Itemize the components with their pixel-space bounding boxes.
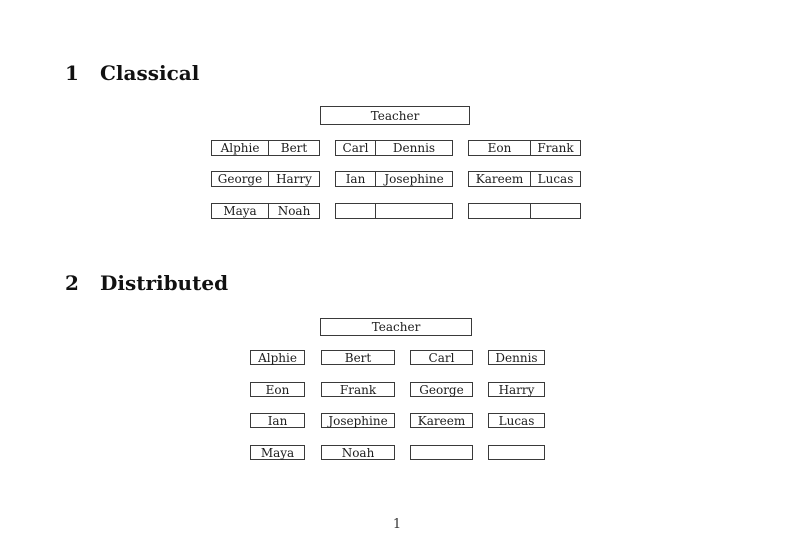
seat-name: Ian	[336, 172, 376, 186]
distributed-seat-r2c2: Frank	[321, 382, 395, 397]
seat-name: Kareem	[469, 172, 531, 186]
classical-desk-r2c1: George Harry	[211, 171, 320, 187]
section-1-title: Classical	[100, 61, 200, 85]
seat-name: Dennis	[392, 141, 436, 155]
seat-name: Carl	[336, 141, 376, 155]
classical-desk-r2c2: Ian Josephine	[335, 171, 453, 187]
distributed-seat-r3c4: Lucas	[488, 413, 545, 428]
distributed-seat-r4c1: Maya	[250, 445, 305, 460]
distributed-seat-r2c1: Eon	[250, 382, 305, 397]
seat-empty	[336, 204, 376, 218]
distributed-seat-r4c2: Noah	[321, 445, 395, 460]
distributed-seat-r3c2: Josephine	[321, 413, 395, 428]
section-2-title: Distributed	[100, 271, 229, 295]
classical-desk-r2c3: Kareem Lucas	[468, 171, 581, 187]
distributed-seat-r1c3: Carl	[410, 350, 473, 365]
seat-name: Bert	[280, 141, 308, 155]
seat-name: Alphie	[212, 141, 269, 155]
distributed-seat-r3c1: Ian	[250, 413, 305, 428]
section-2-heading: 2 Distributed	[65, 273, 228, 293]
distributed-seat-r2c4: Harry	[488, 382, 545, 397]
seat-name: Lucas	[537, 172, 574, 186]
classical-desk-r1c1: Alphie Bert	[211, 140, 320, 156]
distributed-seat-r4c4-empty	[488, 445, 545, 460]
distributed-seat-r2c3: George	[410, 382, 473, 397]
classical-desk-r1c3: Eon Frank	[468, 140, 581, 156]
seat-name: Noah	[277, 204, 311, 218]
section-1-number: 1	[65, 61, 79, 85]
distributed-teacher-box: Teacher	[320, 318, 472, 336]
seat-name: Eon	[469, 141, 531, 155]
section-1-heading: 1 Classical	[65, 63, 199, 83]
seat-empty	[376, 204, 452, 218]
seat-name: Harry	[276, 172, 312, 186]
distributed-seat-r1c1: Alphie	[250, 350, 305, 365]
classical-teacher-box: Teacher	[320, 106, 470, 125]
seat-empty	[469, 204, 531, 218]
seat-name: Maya	[212, 204, 269, 218]
classical-desk-r1c2: Carl Dennis	[335, 140, 453, 156]
distributed-seat-r4c3-empty	[410, 445, 473, 460]
section-2-number: 2	[65, 271, 79, 295]
seat-name: Josephine	[384, 172, 444, 186]
distributed-seat-r3c3: Kareem	[410, 413, 473, 428]
seat-name: Frank	[537, 141, 574, 155]
distributed-seat-r1c4: Dennis	[488, 350, 545, 365]
seat-empty	[531, 204, 580, 218]
seat-name: George	[212, 172, 269, 186]
page-number: 1	[392, 517, 402, 532]
classical-desk-r3c3-empty	[468, 203, 581, 219]
classical-desk-r3c1: Maya Noah	[211, 203, 320, 219]
distributed-seat-r1c2: Bert	[321, 350, 395, 365]
classical-desk-r3c2-empty	[335, 203, 453, 219]
